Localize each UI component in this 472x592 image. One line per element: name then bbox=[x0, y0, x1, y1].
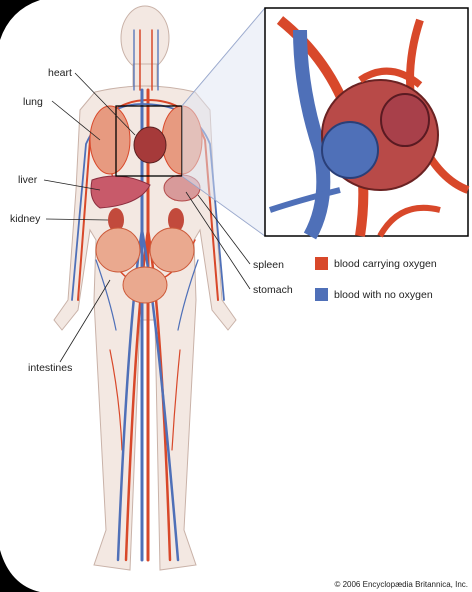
label-kidney: kidney bbox=[10, 213, 40, 225]
legend-swatch-oxygen bbox=[315, 257, 328, 270]
copyright-text: © 2006 Encyclopædia Britannica, Inc. bbox=[334, 580, 468, 589]
legend-item-no-oxygen: blood with no oxygen bbox=[315, 288, 433, 301]
legend-label-no-oxygen: blood with no oxygen bbox=[334, 289, 433, 301]
label-stomach: stomach bbox=[253, 284, 293, 296]
label-spleen: spleen bbox=[253, 259, 284, 271]
legend-label-oxygen: blood carrying oxygen bbox=[334, 258, 437, 270]
legend-item-oxygen: blood carrying oxygen bbox=[315, 257, 437, 270]
heart bbox=[134, 127, 166, 163]
label-lung: lung bbox=[23, 96, 43, 108]
label-intestines: intestines bbox=[28, 362, 72, 374]
heart-inset bbox=[265, 8, 468, 236]
label-heart: heart bbox=[48, 67, 72, 79]
legend-swatch-no-oxygen bbox=[315, 288, 328, 301]
label-liver: liver bbox=[18, 174, 37, 186]
